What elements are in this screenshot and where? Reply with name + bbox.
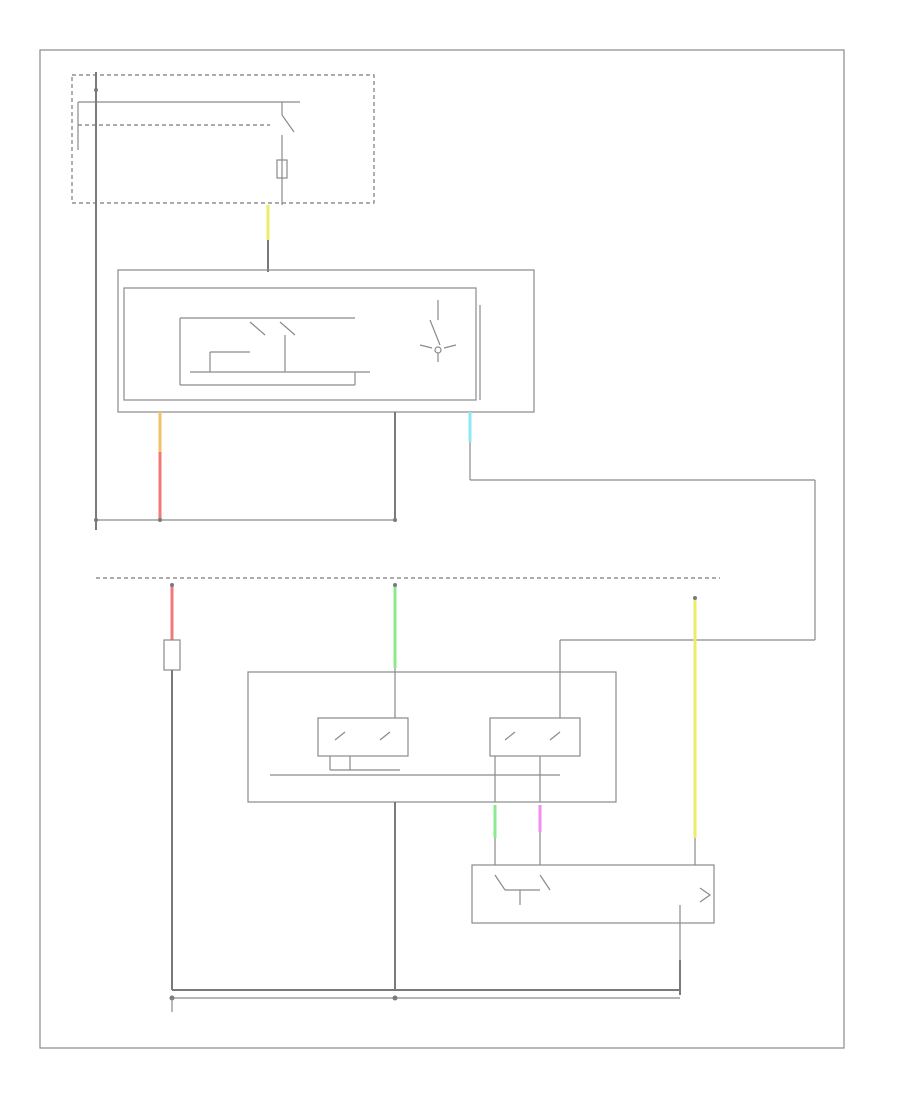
connector-pin <box>393 518 397 522</box>
relay-1-body <box>317 717 409 757</box>
relay-2-coil <box>549 731 561 741</box>
connector-pins <box>94 518 697 600</box>
fuse-element <box>276 159 288 179</box>
left-sensor-body <box>163 639 181 671</box>
connector-pin <box>393 583 397 587</box>
bottom-control-module-border <box>471 864 715 924</box>
relay-2-contact <box>504 731 516 741</box>
middle-switch-block <box>117 269 535 413</box>
middle-switch-block-border <box>117 269 535 413</box>
diagram-frame <box>39 49 845 1049</box>
connector-pin <box>94 518 98 522</box>
rotary-switch-pivot <box>434 346 442 354</box>
module-indicator <box>699 887 712 903</box>
relay-1-coil <box>379 731 391 741</box>
module-switch-a <box>494 874 506 891</box>
lower-relay-block <box>247 668 617 803</box>
rotary-contact-left <box>419 344 433 349</box>
switch-contact-1 <box>249 321 266 336</box>
relay-1-contact <box>334 731 346 741</box>
rotary-switch-arm <box>429 319 441 346</box>
inner-switch-housing <box>123 287 477 401</box>
relay-2-body <box>489 717 581 757</box>
lower-relay-block-border <box>247 671 617 803</box>
module-switch-b <box>539 874 551 891</box>
relay-contact-switch <box>281 114 295 133</box>
bottom-control-module <box>471 864 715 960</box>
ground-junction-middle <box>392 995 398 1001</box>
connector-pin <box>170 583 174 587</box>
top-relay-block-border <box>71 74 375 204</box>
rotary-contact-right <box>443 344 457 349</box>
top-relay-block <box>71 74 375 205</box>
switch-contact-2 <box>279 321 296 336</box>
connector-pin <box>158 518 162 522</box>
connector-pin <box>693 596 697 600</box>
